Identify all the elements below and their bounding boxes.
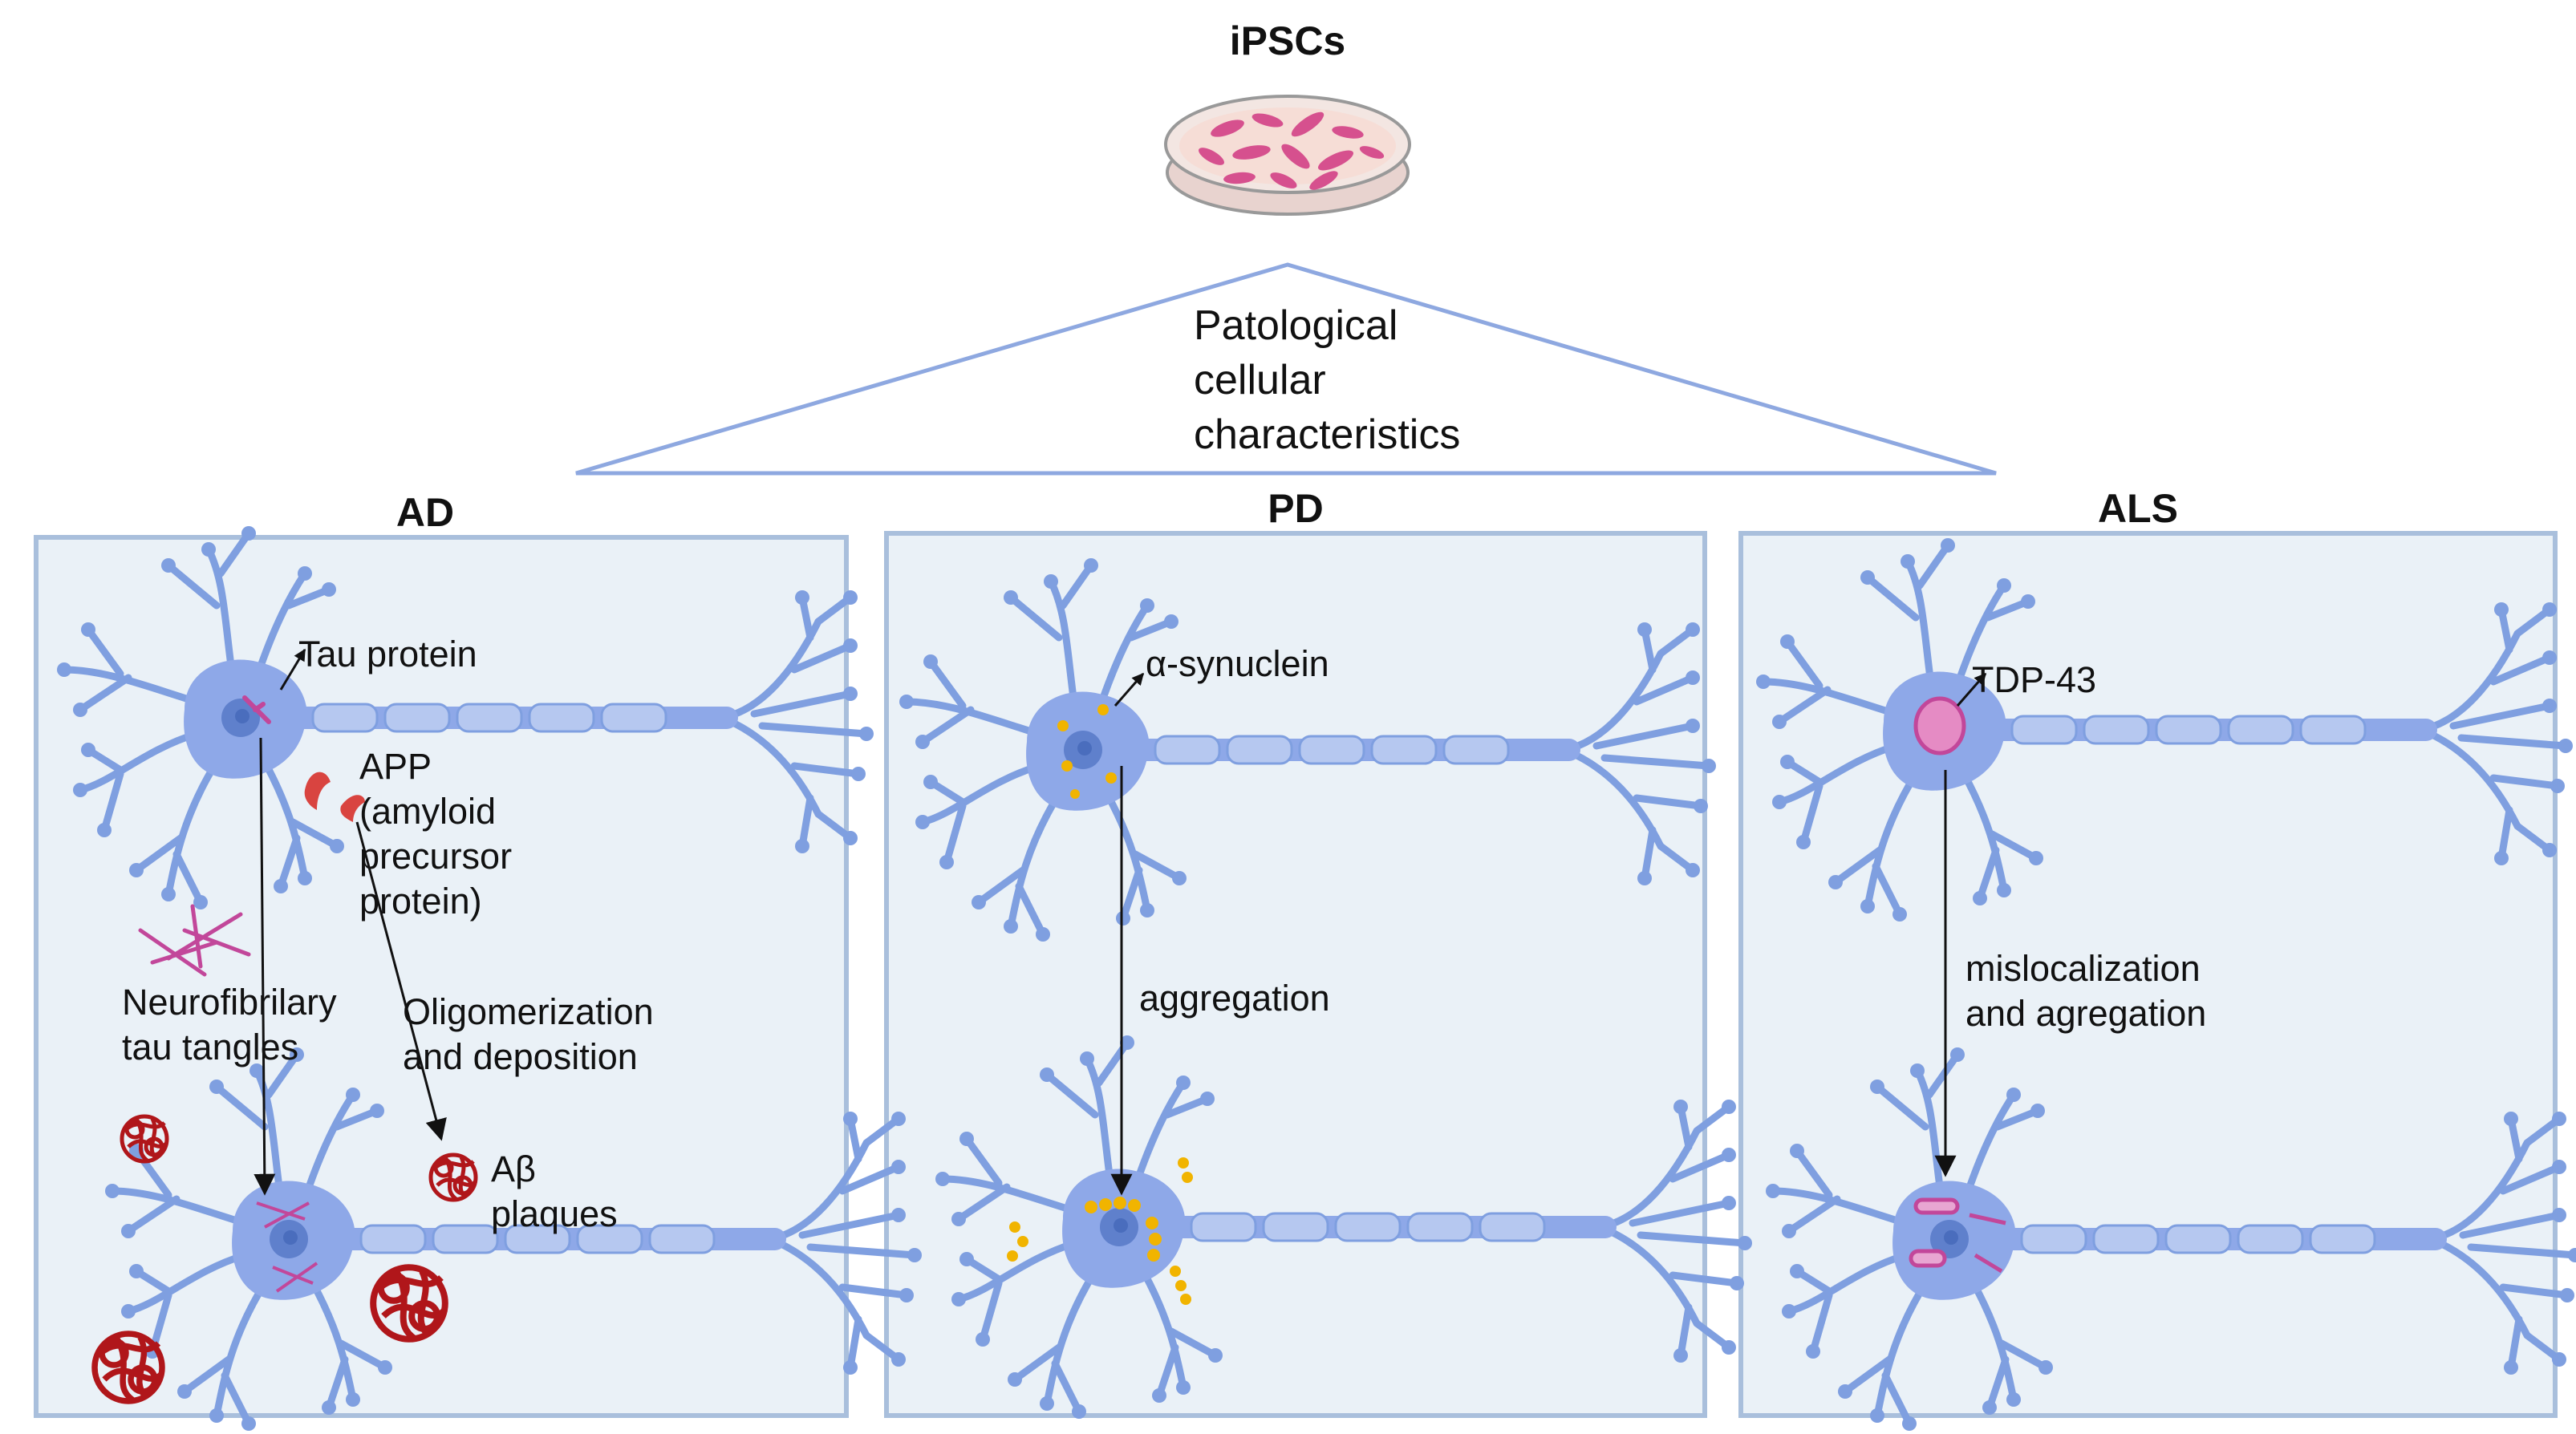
app-label: APP (amyloid precursor protein) <box>359 746 513 922</box>
pyramid-label: Patological cellular characteristics <box>1194 302 1461 458</box>
tau-tangles-icon <box>138 904 251 977</box>
panel-ad <box>34 535 849 1418</box>
tau-tangle-in-neuron-icon <box>256 1201 318 1293</box>
aggregation-label: aggregation <box>1139 978 1330 1019</box>
panel-title-als: ALS <box>2098 486 2178 531</box>
tangles-label: Neurofibrilary tau tangles <box>122 982 337 1067</box>
tdp43-pointer-arrow <box>1956 672 1987 707</box>
oligomerization-label: Oligomerization and deposition <box>403 991 654 1077</box>
synuclein-pointer-arrow <box>1114 672 1145 707</box>
tdp43-aggregates-icon <box>1909 1197 2006 1274</box>
tau-protein-pointer-arrow <box>279 648 306 691</box>
panel-title-ad: AD <box>396 490 455 535</box>
petri-dish-icon <box>1164 95 1411 216</box>
app-icon <box>304 772 365 822</box>
synuclein-dots-top <box>1057 704 1117 799</box>
ad-oligomerization-arrow <box>355 821 447 1141</box>
plaques-label: Aβ plaques <box>491 1148 618 1234</box>
pyramid-shape <box>575 262 1997 476</box>
tau-protein-icon <box>242 695 271 724</box>
synuclein-label: α-synuclein <box>1146 643 1329 684</box>
tdp43-label: TDP-43 <box>1972 659 2097 700</box>
page-title: iPSCs <box>1229 18 1346 63</box>
synuclein-aggregates-bottom <box>1007 1157 1193 1305</box>
panel-title-pd: PD <box>1268 486 1324 531</box>
panel-pd <box>884 531 1707 1418</box>
tdp43-nucleus-icon <box>1913 696 1966 755</box>
tau-protein-label: Tau protein <box>298 634 477 674</box>
ad-tangles-arrow <box>254 737 276 1196</box>
mislocalization-label: mislocalization and agregation <box>1965 948 2207 1034</box>
